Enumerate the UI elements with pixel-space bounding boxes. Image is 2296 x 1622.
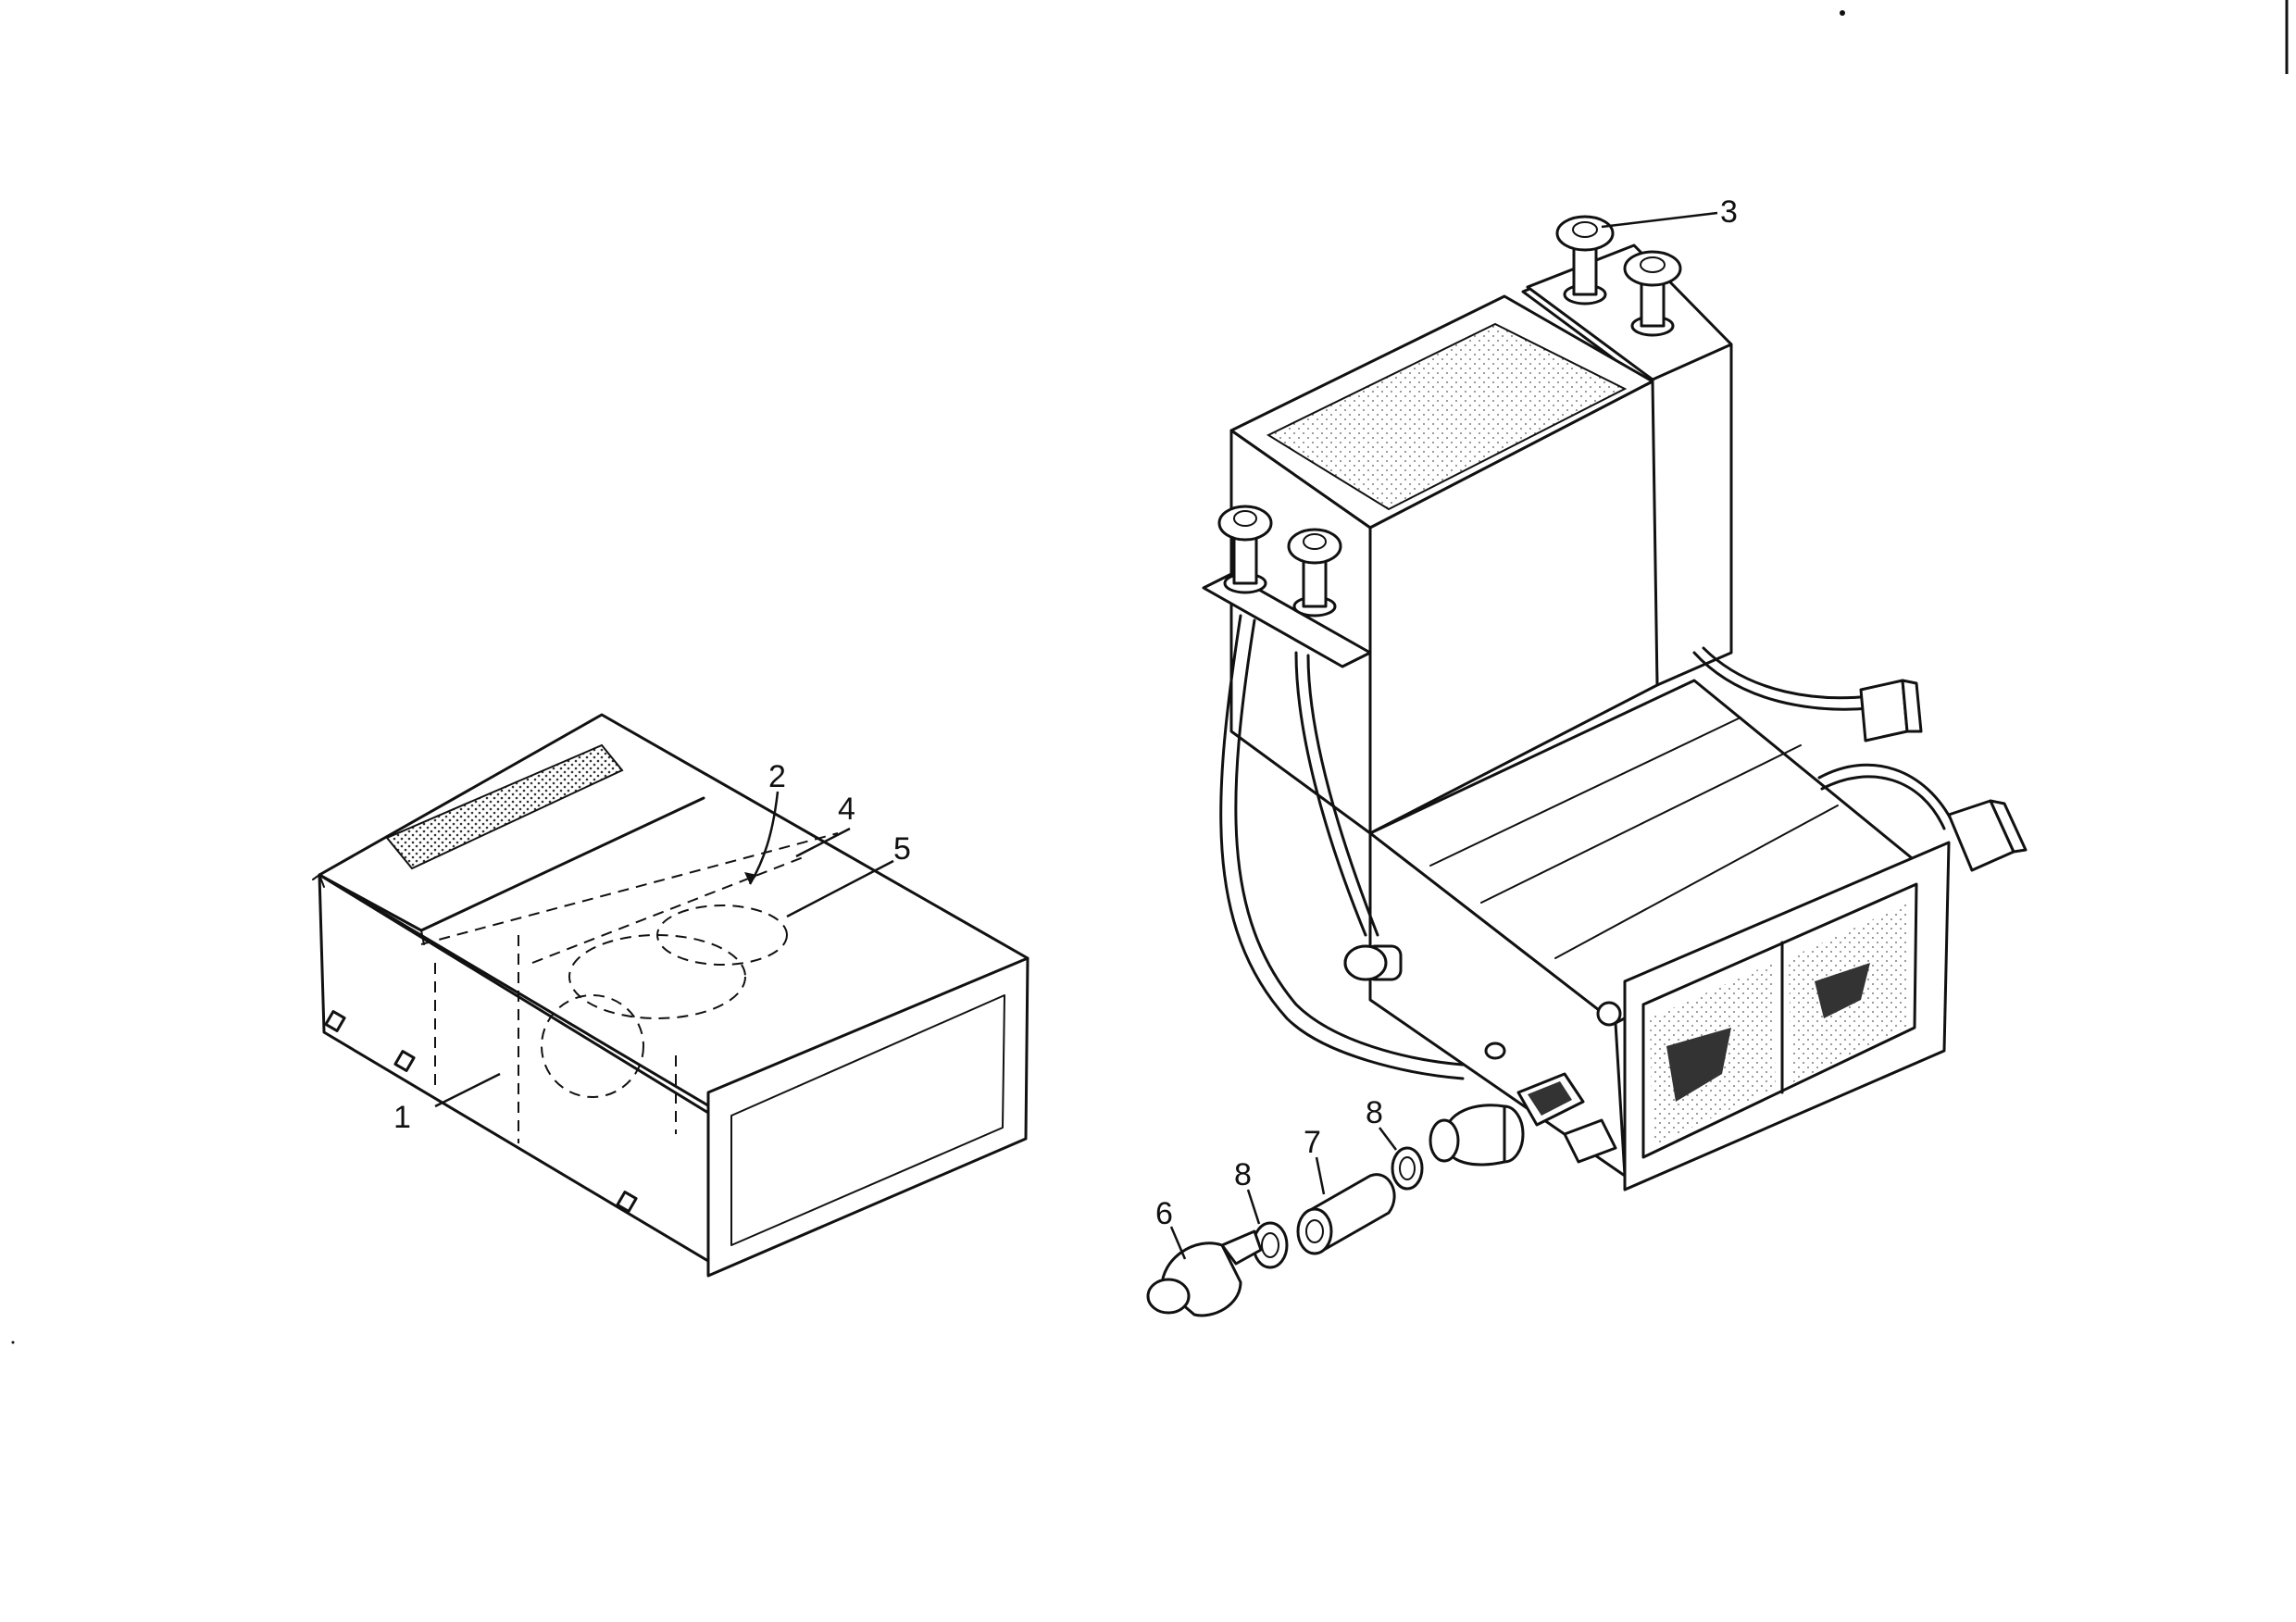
callout-5: 5 [893,831,911,867]
assembled-unit [312,713,1029,1278]
part-8-right-ring [1391,1146,1424,1191]
hidden-tube [568,934,746,1019]
unit-vent-grille [385,743,624,870]
exploded-assembly [1146,215,2028,1317]
part-socket-base [1429,1104,1525,1167]
cable-lower [1817,763,1955,826]
plug-lower [1947,799,2028,872]
bracket-connector-left [1217,505,1273,594]
hidden-deflection-yoke [541,994,644,1098]
callout-2: 2 [768,759,786,794]
unit-front-bezel [706,956,1029,1278]
mounting-tab [1563,1118,1617,1164]
main-box-front-face [1368,380,1659,835]
rear-connector-left [1555,215,1615,306]
bracket-connector-right [1287,528,1342,618]
rear-connector-right [1623,250,1682,337]
callout-6: 6 [1155,1196,1173,1231]
hv-lead-inner [1294,651,1367,937]
callout-labels: 1 2 3 4 5 6 7 8 8 [393,194,1738,1260]
callout-1: 1 [393,1100,411,1135]
unit-front-panel [730,994,1005,1246]
connector-bracket [1202,572,1372,668]
callout-3: 3 [1720,194,1738,230]
plug-upper [1859,679,1923,742]
part-7-sleeve [1296,1173,1396,1255]
callout-4: 4 [838,792,855,827]
main-box-top-screen [1266,322,1628,511]
part-6-cap [1146,1229,1263,1317]
hv-lead-outer [1219,614,1465,1080]
callout-8-right: 8 [1366,1095,1383,1130]
callout-8-left: 8 [1234,1157,1252,1192]
rod-end-plug [1343,944,1403,981]
callout-7: 7 [1304,1125,1321,1160]
cable-upper [1692,651,1872,711]
